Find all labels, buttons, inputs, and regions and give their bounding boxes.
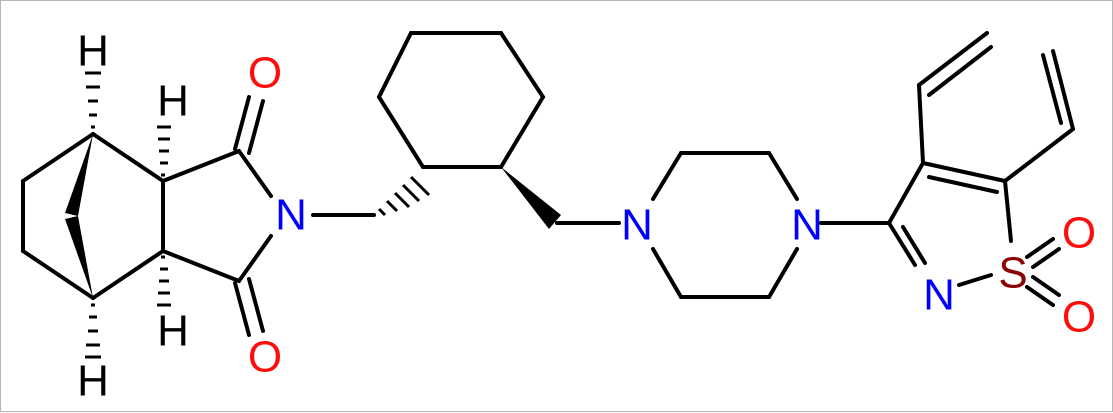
hash-bond-h-top <box>85 71 101 129</box>
atom-o-imide-top: O <box>248 49 282 98</box>
hash-bond-h-bottom <box>85 303 101 359</box>
atom-s-isothiazole: S <box>998 249 1027 298</box>
norbornane-bonds <box>21 71 171 359</box>
cyclohexane-bonds <box>377 31 621 229</box>
atom-h-inner-bottom: H <box>157 307 189 356</box>
atom-n-piperazine-right: N <box>791 201 823 250</box>
bridge-wedge-bottom <box>65 216 93 298</box>
wedge-cyclohexane-right <box>501 167 561 229</box>
hash-bond-cyclohexane-left <box>377 175 431 217</box>
atom-o-imide-bottom: O <box>248 333 282 382</box>
atom-o-sulfonyl-bottom: O <box>1062 293 1096 342</box>
atom-h-inner-top: H <box>157 77 189 126</box>
imide-bonds <box>161 95 376 337</box>
piperazine-bonds <box>651 151 891 299</box>
atom-h-bottom: H <box>77 357 109 406</box>
hash-bond-h-inner-bottom <box>157 255 171 307</box>
bridge-wedge-top <box>65 134 93 216</box>
atom-n-piperazine-left: N <box>621 201 653 250</box>
atom-o-sulfonyl-top: O <box>1062 209 1096 258</box>
hash-bond-h-inner-top <box>157 125 171 177</box>
atom-h-top: H <box>77 27 109 76</box>
atom-n-isothiazole: N <box>923 271 955 320</box>
atom-n-imide: N <box>275 191 307 240</box>
isothiazole-bonds <box>887 31 1075 307</box>
